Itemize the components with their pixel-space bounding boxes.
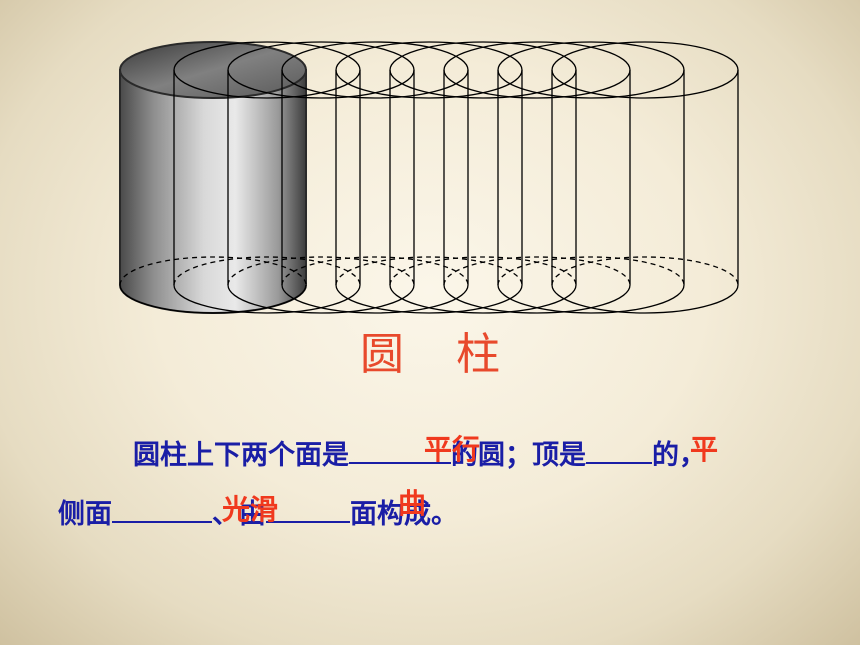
outline-cylinder — [551, 41, 739, 314]
solid-cylinder — [119, 41, 307, 314]
outline-cylinder — [389, 41, 577, 314]
sentence1-text-a: 圆柱上下两个面是 — [133, 440, 349, 471]
cylinder-illustration — [119, 41, 739, 314]
sentence1-text-c: 的， — [652, 440, 706, 471]
outline-cylinder — [443, 41, 631, 314]
slide-title: 圆柱 — [0, 318, 860, 382]
sentence-line-1: 圆柱上下两个面是 的圆；顶是 的， — [133, 436, 706, 474]
sentence2-text-d: 面构成。 — [350, 499, 458, 530]
outline-cylinders — [119, 41, 739, 314]
blank-3 — [112, 495, 212, 523]
outline-cylinder — [335, 41, 523, 314]
outline-cylinder — [281, 41, 469, 314]
sentence2-text-b: 、 — [212, 499, 239, 530]
blank-2 — [586, 436, 652, 464]
sentence1-text-b: 的圆；顶是 — [451, 440, 586, 471]
answer-curved: 曲 — [398, 487, 427, 520]
blank-4 — [266, 495, 350, 523]
outline-cylinder — [497, 41, 685, 314]
sentence2-text-a: 侧面 — [58, 499, 112, 530]
blank-1 — [349, 436, 451, 464]
outline-cylinder — [173, 41, 361, 314]
outline-cylinder — [227, 41, 415, 314]
outline-cylinder — [119, 256, 307, 314]
answer-smooth: 光滑 — [222, 493, 279, 526]
title-char-1: 圆 — [360, 329, 404, 380]
title-char-2: 柱 — [456, 329, 500, 380]
answer-parallel: 平行 — [424, 433, 481, 466]
sentence2-text-c: 由 — [239, 499, 266, 530]
answer-flat: 平 — [690, 433, 719, 466]
sentence-line-2: 侧面 、由 面构成。 — [58, 495, 458, 533]
